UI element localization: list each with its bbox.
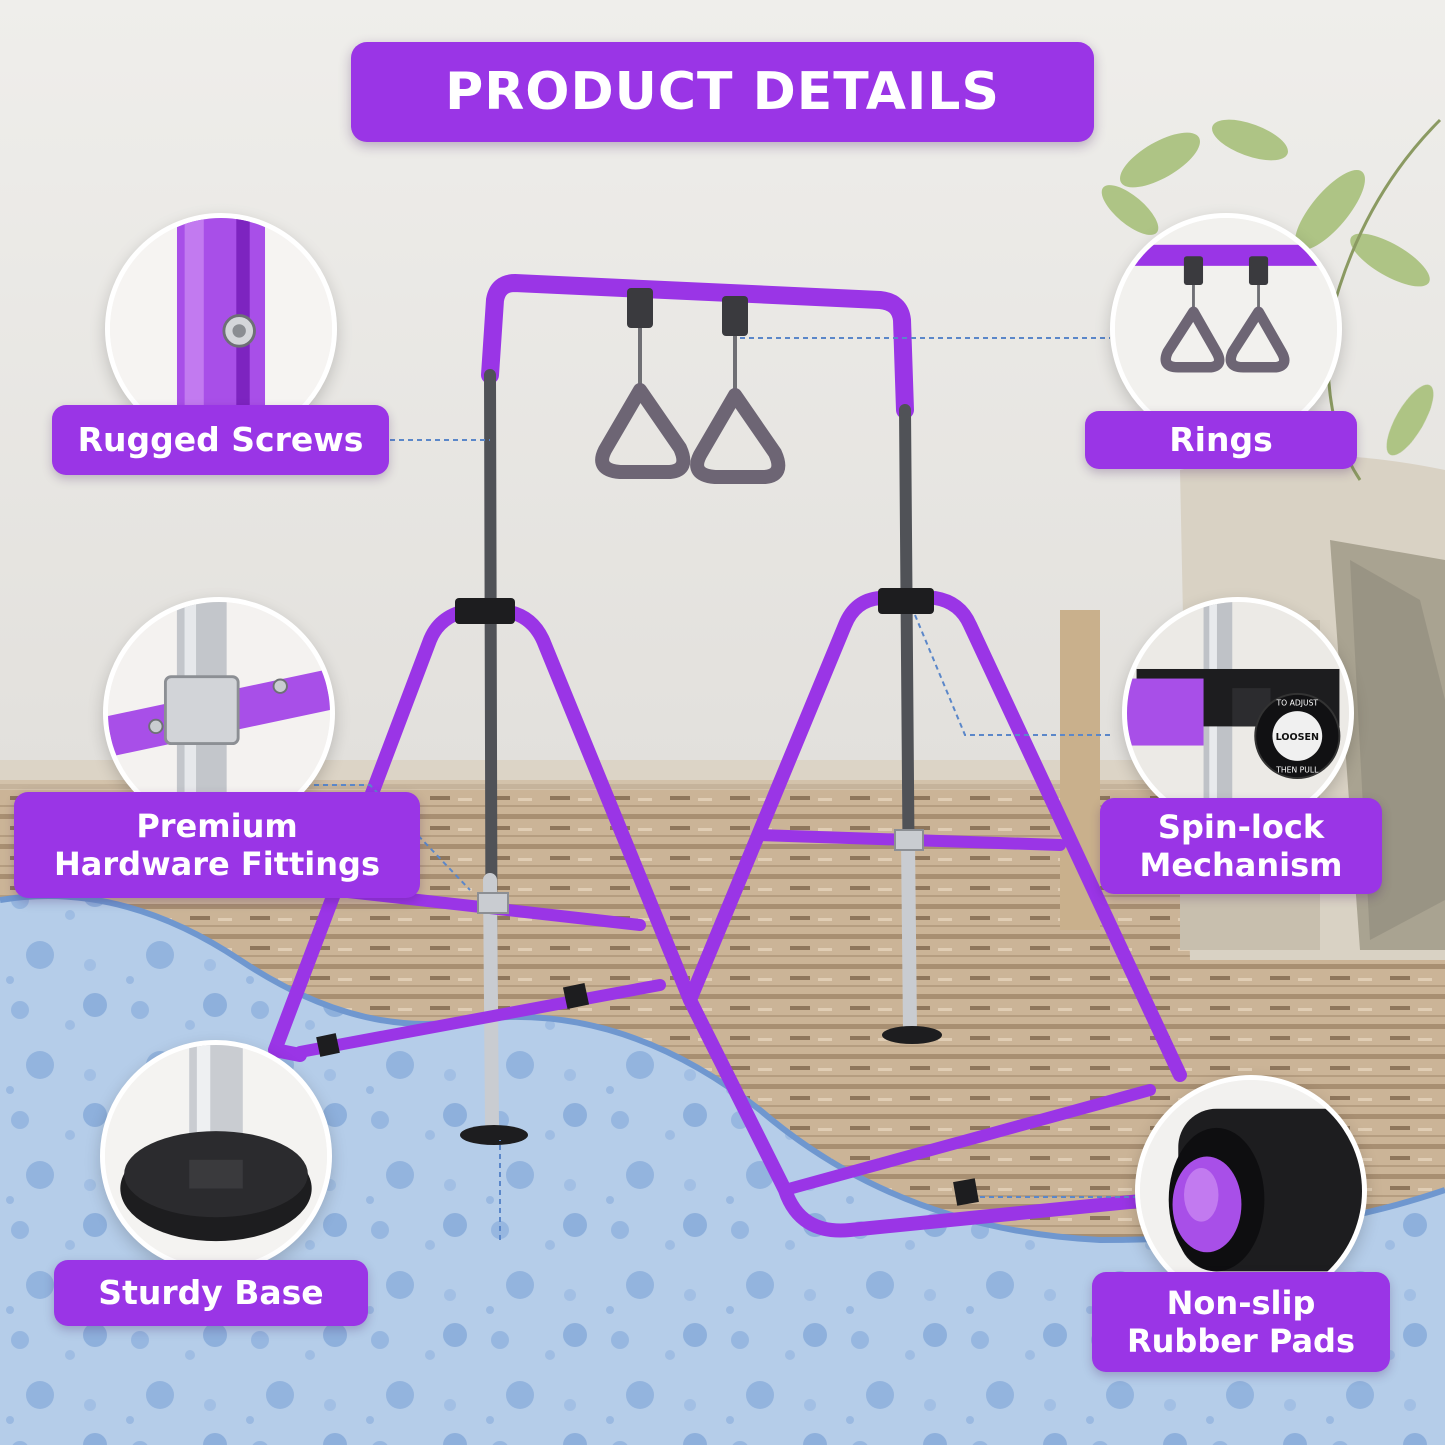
label-premium-hardware: Premium Hardware Fittings bbox=[14, 792, 420, 898]
label-non-slip: Non-slip Rubber Pads bbox=[1092, 1272, 1390, 1372]
knob-bottom-text: THEN PULL bbox=[1275, 765, 1319, 774]
detail-circle-rings bbox=[1110, 213, 1342, 445]
right-a-frame bbox=[683, 591, 887, 1007]
knob-center-text: LOOSEN bbox=[1276, 732, 1319, 743]
top-bar bbox=[481, 274, 914, 419]
page-title: PRODUCT DETAILS bbox=[351, 42, 1094, 142]
knob-top-text: TO ADJUST bbox=[1276, 698, 1319, 707]
label-spin-lock: Spin-lock Mechanism bbox=[1100, 798, 1382, 894]
detail-circle-hardware bbox=[103, 597, 335, 829]
detail-circle-base bbox=[100, 1040, 332, 1272]
label-rugged-screws: Rugged Screws bbox=[52, 405, 389, 475]
detail-circle-pads bbox=[1135, 1075, 1367, 1307]
label-rings: Rings bbox=[1085, 411, 1357, 469]
label-sturdy-base: Sturdy Base bbox=[54, 1260, 368, 1326]
detail-circle-spin-lock: LOOSEN TO ADJUST THEN PULL bbox=[1122, 597, 1354, 829]
gymnastic-rings bbox=[595, 288, 786, 484]
